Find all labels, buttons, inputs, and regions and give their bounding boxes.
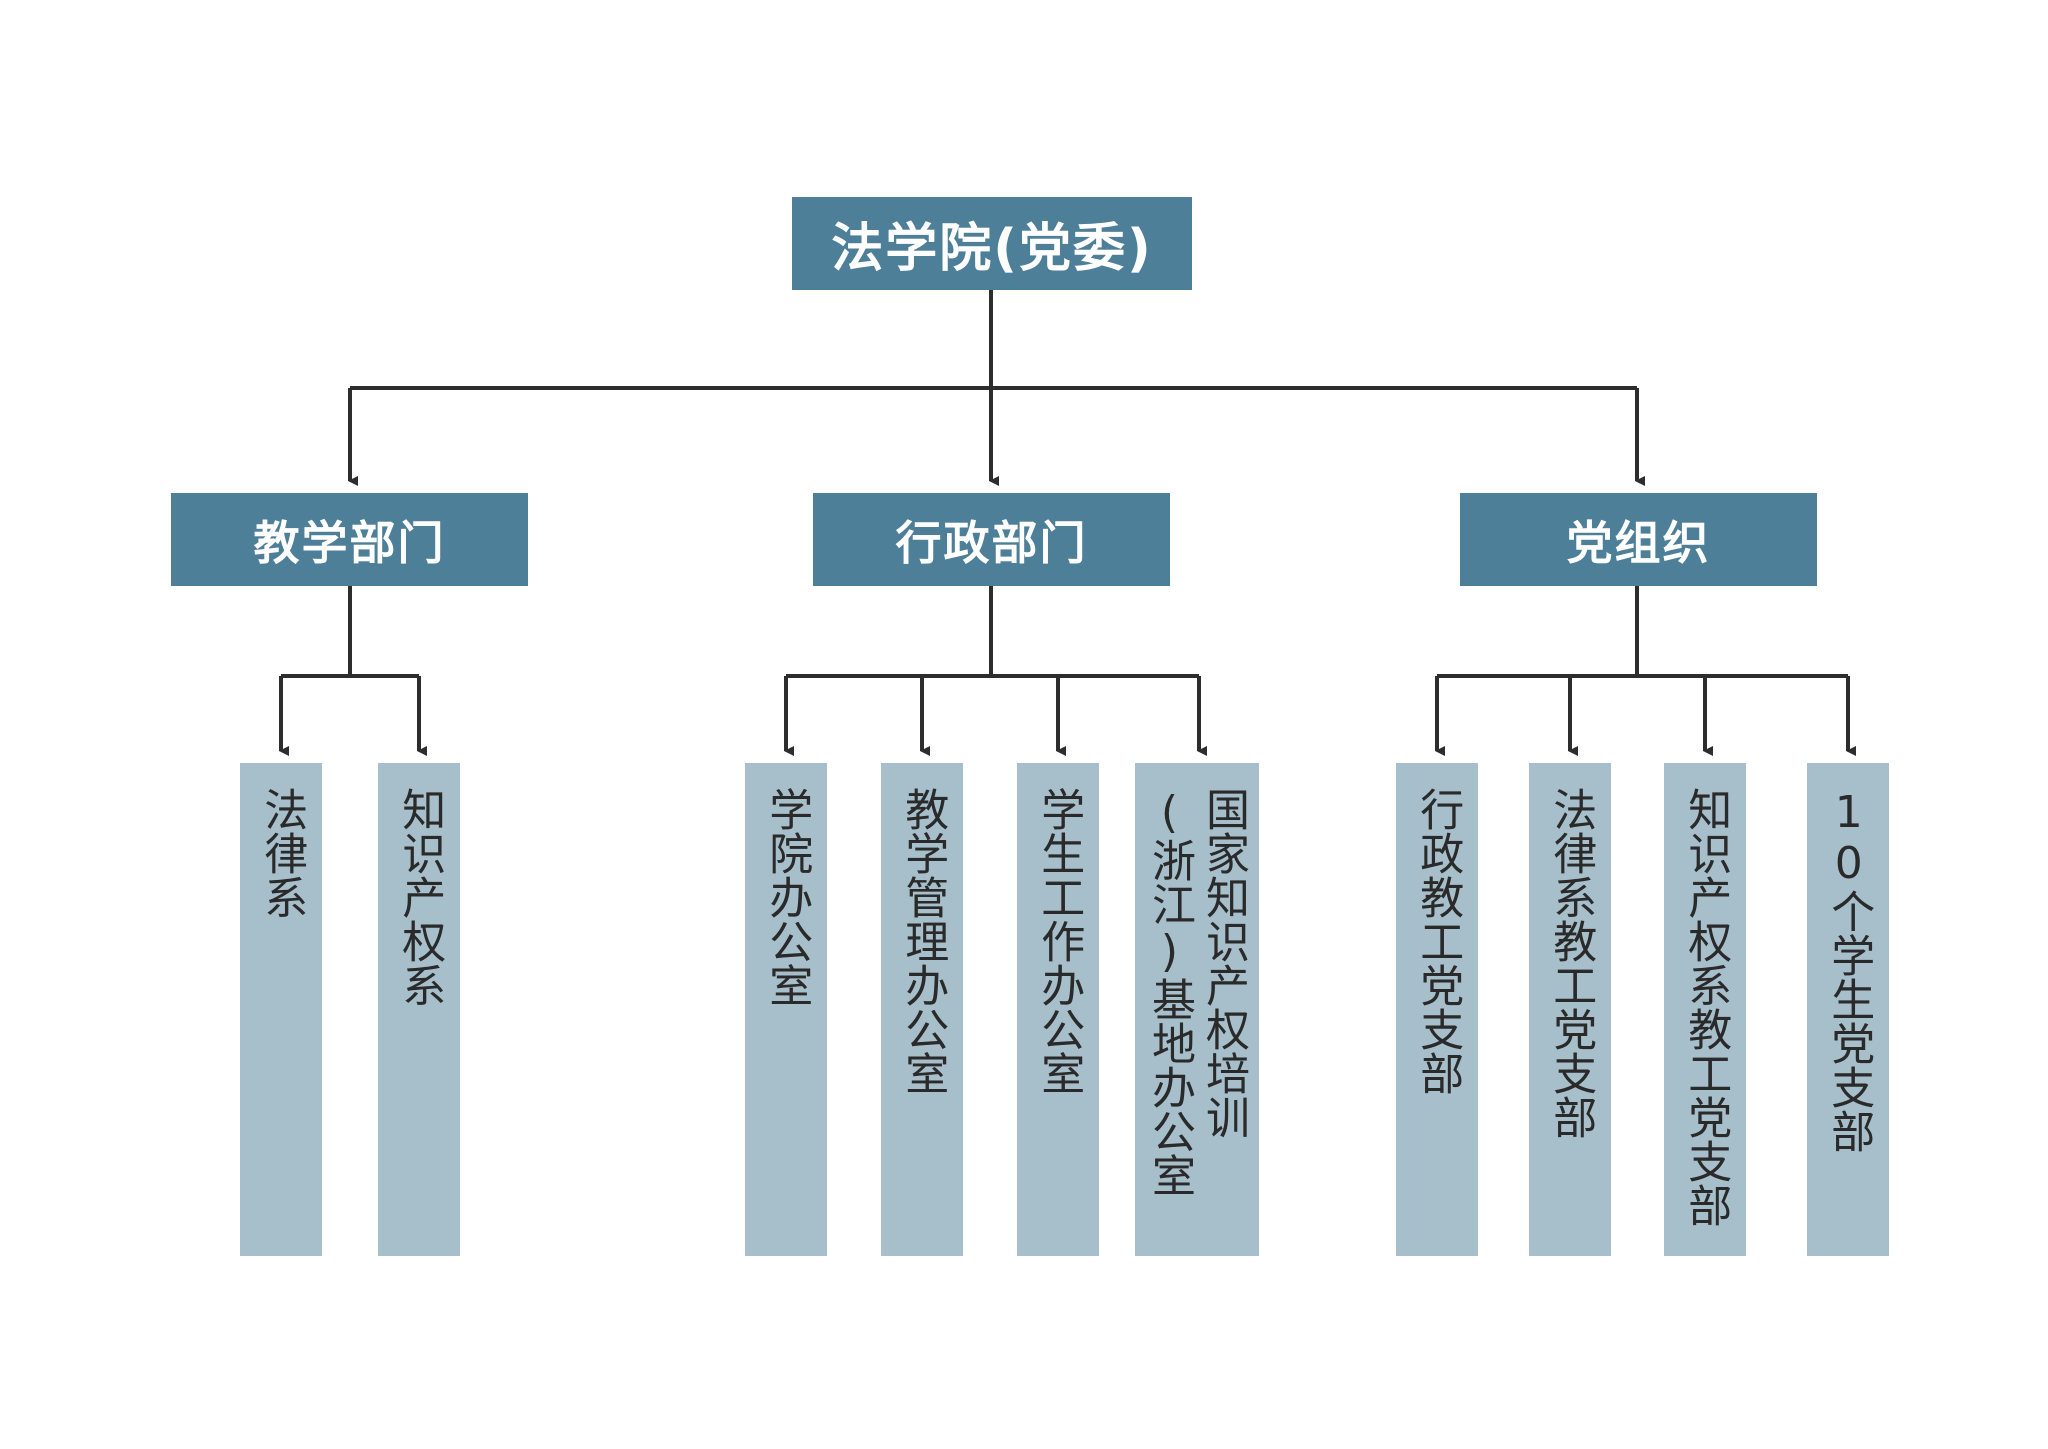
leaf-admin-staff-branch: 行政教工党支部 bbox=[1396, 763, 1478, 1256]
root-node: 法学院(党委) bbox=[792, 197, 1192, 290]
root-label: 法学院(党委) bbox=[831, 219, 1153, 279]
dept-party-label: 党组织 bbox=[1566, 515, 1711, 570]
leaf-label: 学生工作办公室 bbox=[1033, 787, 1085, 1095]
leaf-label: 10个学生党支部 bbox=[1823, 787, 1875, 1153]
leaf-label: 学院办公室 bbox=[761, 787, 813, 1007]
leaf-label: 知识产权系教工党支部 bbox=[1680, 787, 1732, 1227]
leaf-label-line2: (浙江)基地办公室 bbox=[1144, 787, 1195, 1197]
leaf-label: 知识产权系 bbox=[394, 787, 446, 1007]
leaf-law-staff-branch: 法律系教工党支部 bbox=[1529, 763, 1611, 1256]
leaf-teaching-mgmt-office: 教学管理办公室 bbox=[881, 763, 963, 1256]
dept-admin-label: 行政部门 bbox=[895, 515, 1088, 570]
leaf-ip-staff-branch: 知识产权系教工党支部 bbox=[1664, 763, 1746, 1256]
leaf-label: 行政教工党支部 bbox=[1412, 787, 1464, 1095]
leaf-label-line1: 国家知识产权培训 bbox=[1198, 787, 1249, 1139]
leaf-label: 法律系 bbox=[256, 787, 308, 919]
dept-party: 党组织 bbox=[1460, 493, 1817, 586]
leaf-label: 教学管理办公室 bbox=[897, 787, 949, 1095]
leaf-ip-department: 知识产权系 bbox=[378, 763, 460, 1256]
dept-admin: 行政部门 bbox=[813, 493, 1170, 586]
leaf-label: 法律系教工党支部 bbox=[1545, 787, 1597, 1139]
leaf-student-branches: 10个学生党支部 bbox=[1807, 763, 1889, 1256]
dept-teaching: 教学部门 bbox=[171, 493, 528, 586]
leaf-college-office: 学院办公室 bbox=[745, 763, 827, 1256]
dept-teaching-label: 教学部门 bbox=[253, 515, 446, 570]
leaf-law-department: 法律系 bbox=[240, 763, 322, 1256]
leaf-ip-training-base-office: 国家知识产权培训 (浙江)基地办公室 bbox=[1135, 763, 1259, 1256]
leaf-student-work-office: 学生工作办公室 bbox=[1017, 763, 1099, 1256]
